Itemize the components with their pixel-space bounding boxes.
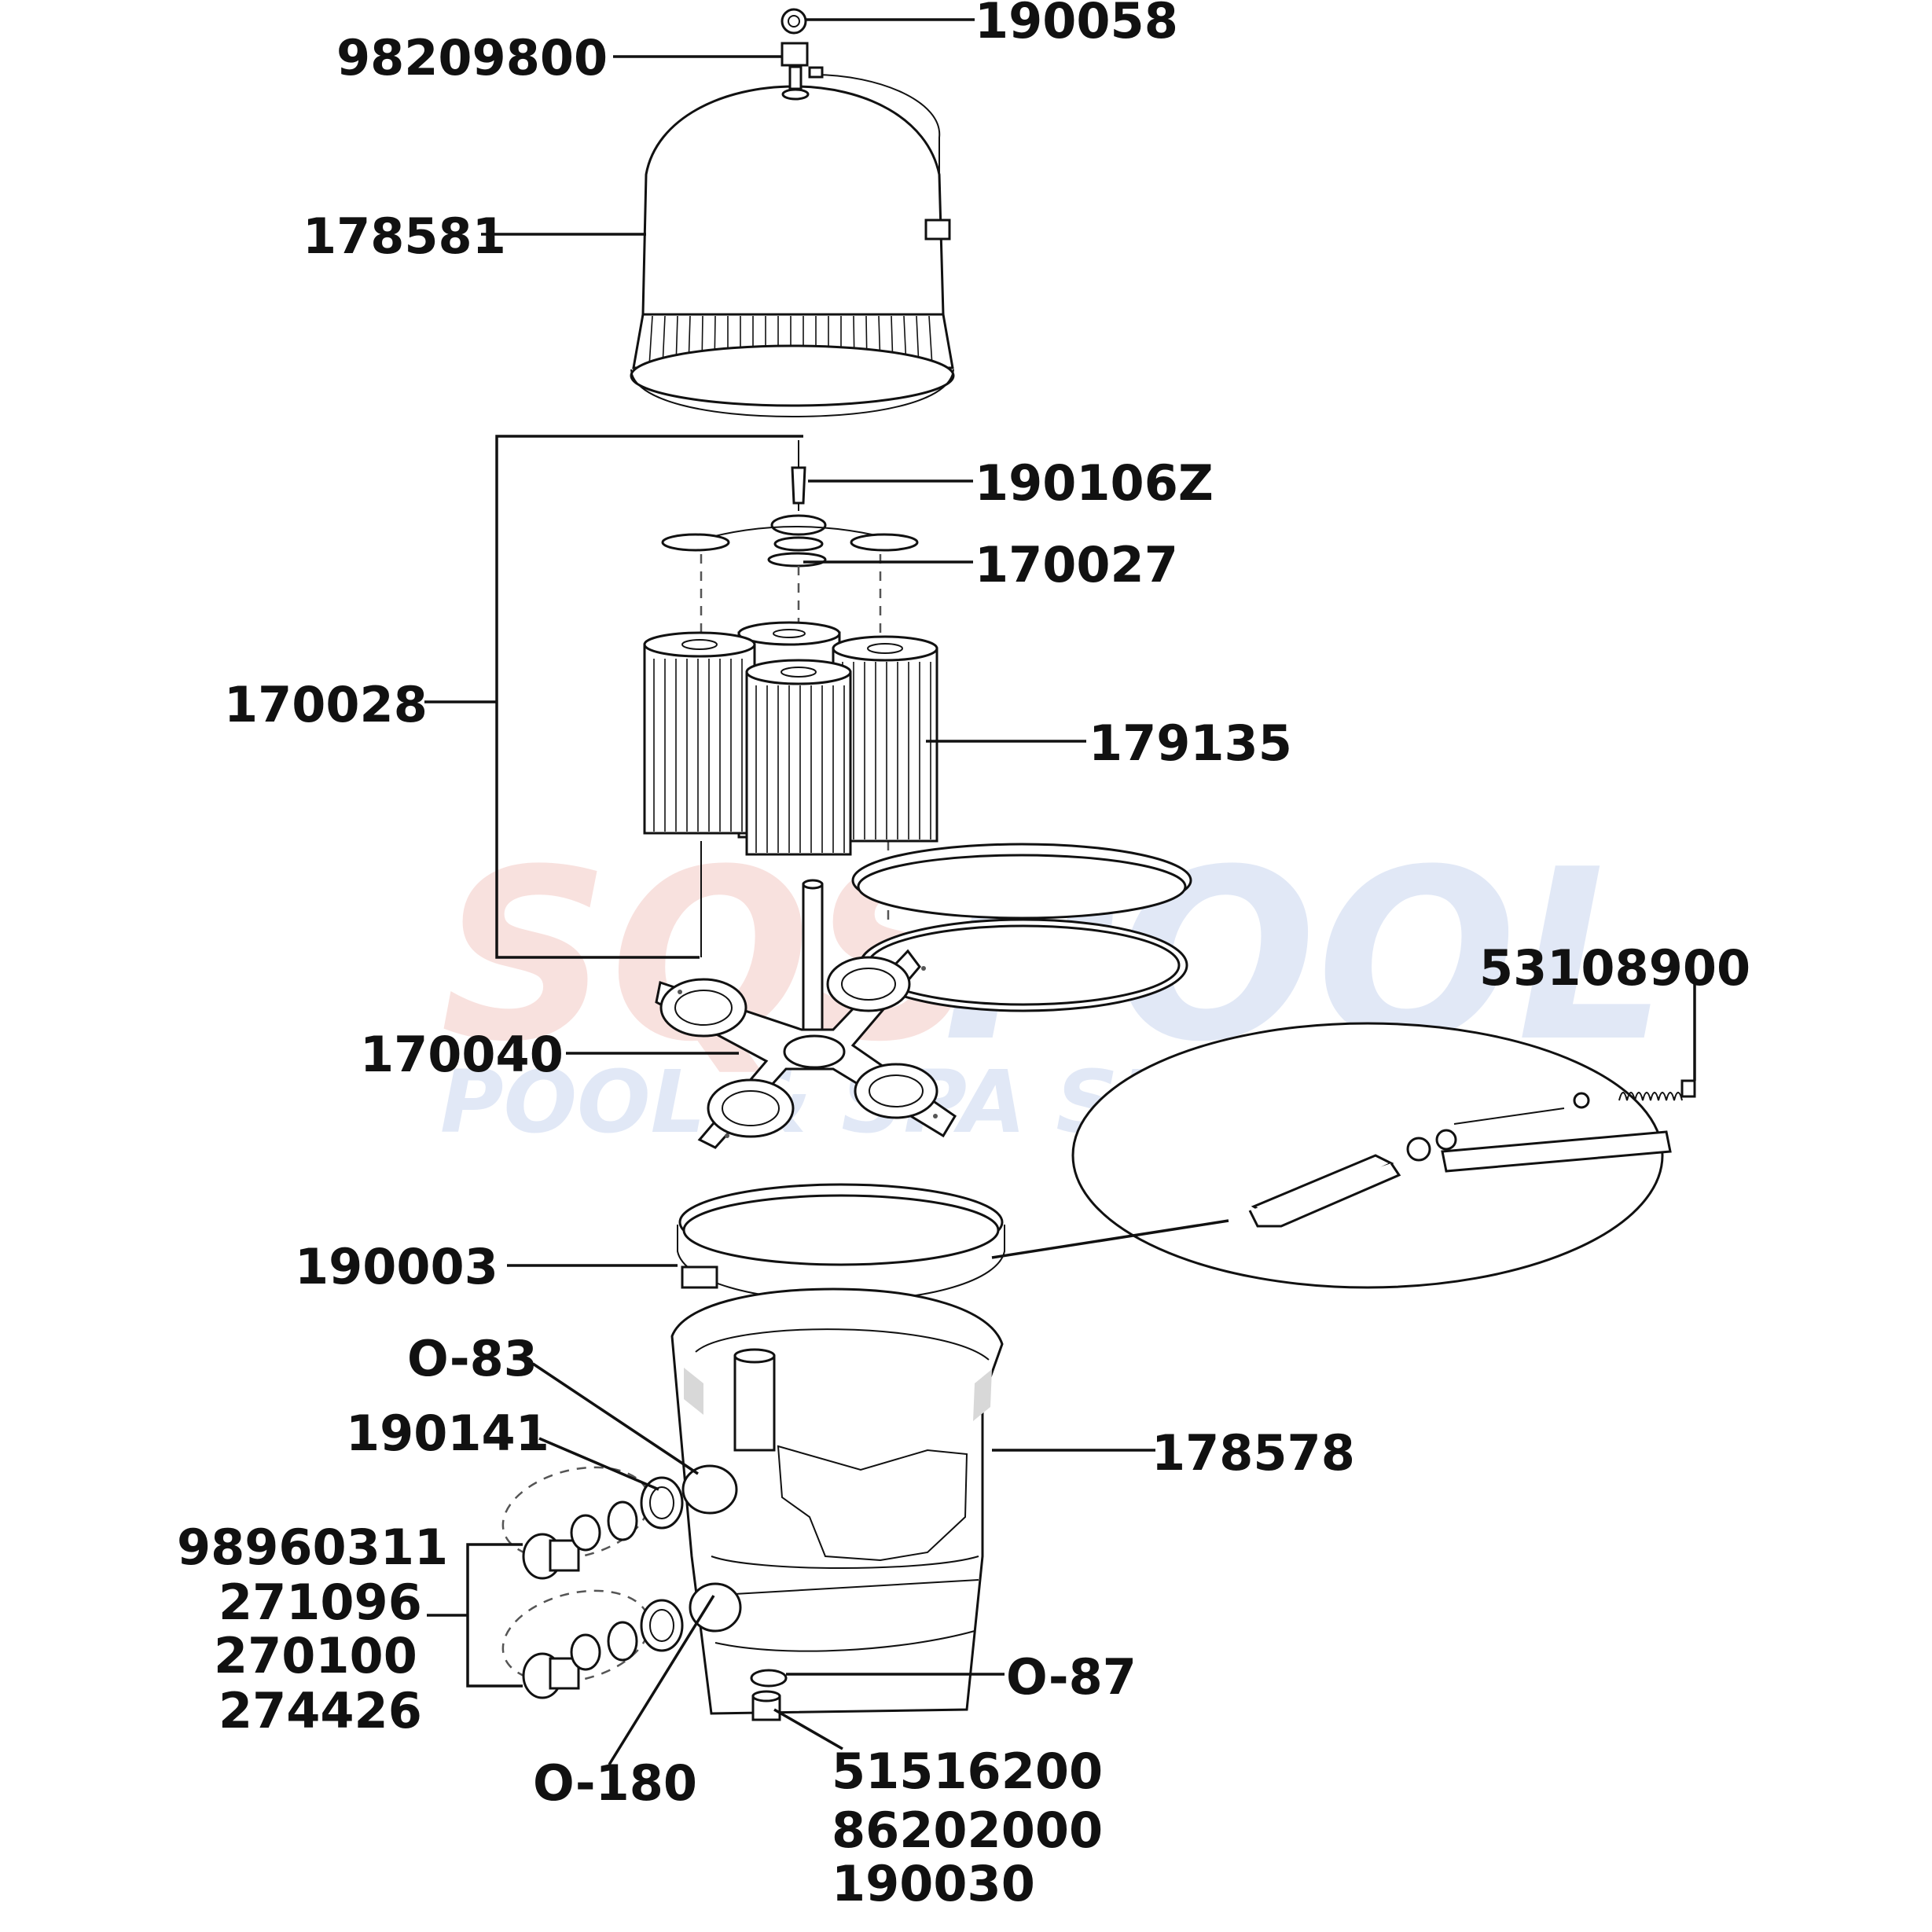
lid-rim	[630, 344, 955, 407]
lower-manifold	[655, 949, 957, 1149]
assembly-bracket	[495, 435, 803, 959]
union-body-upper	[640, 1476, 684, 1530]
clamp-pivot-icon	[1406, 1137, 1431, 1162]
manifold-gasket	[767, 552, 827, 567]
label-178581: 178581	[303, 208, 506, 265]
manifold-cap-right	[850, 533, 919, 552]
label-o-83: O-83	[407, 1330, 538, 1387]
tank-port-upper	[681, 1464, 738, 1515]
pressure-gauge-icon	[781, 8, 807, 35]
union-o-ring-upper	[607, 1500, 638, 1541]
label-98960311: 98960311	[177, 1519, 448, 1576]
label-53108900: 53108900	[1479, 939, 1750, 997]
clamp-spring-icon	[1618, 1079, 1696, 1101]
manifold-top	[770, 514, 827, 536]
label-190030: 190030	[832, 1855, 1035, 1912]
filter-cartridge-left	[643, 631, 756, 835]
union-body-lower	[640, 1599, 684, 1652]
union-fitting-lower	[501, 1589, 684, 1699]
clamp-latch	[681, 1265, 718, 1289]
manifold-cap-left	[661, 533, 730, 552]
manifold-socket-front-left	[707, 1078, 795, 1138]
cartridge-assembly	[495, 435, 938, 1051]
label-98209800: 98209800	[336, 29, 608, 86]
riser-pipe	[733, 1354, 776, 1452]
leader-lines	[424, 18, 1696, 1765]
label-190003: 190003	[295, 1238, 498, 1295]
air-relief-adapter	[781, 42, 809, 67]
tank-o-ring	[851, 843, 1192, 1012]
manifold-socket-right	[826, 956, 911, 1012]
manifold-socket-front-right	[854, 1063, 938, 1119]
label-51516200: 51516200	[832, 1743, 1103, 1800]
center-tube	[802, 883, 824, 1051]
clamp-washer-icon	[1573, 1092, 1590, 1109]
label-271096: 271096	[219, 1574, 422, 1631]
label-178578: 178578	[1151, 1424, 1355, 1482]
part-labels: 190058 98209800 178581 190106Z 170027 17…	[177, 0, 1750, 1912]
label-o-87: O-87	[1006, 1648, 1137, 1706]
lid-latch	[924, 219, 951, 241]
union-o-ring-lower	[607, 1621, 638, 1662]
label-190141: 190141	[346, 1405, 549, 1462]
label-170028: 170028	[224, 676, 428, 733]
label-86202000: 86202000	[832, 1802, 1103, 1859]
label-o-180: O-180	[533, 1754, 697, 1812]
union-fitting-upper	[501, 1466, 684, 1580]
manifold-hub	[783, 1034, 846, 1069]
label-170027: 170027	[975, 536, 1178, 593]
manifold-socket-left	[659, 978, 747, 1038]
label-270100: 270100	[214, 1627, 417, 1684]
filter-cartridge-front	[745, 659, 852, 856]
label-170040: 170040	[360, 1026, 564, 1083]
tank-lid	[630, 8, 955, 418]
clamp-band	[677, 1183, 1005, 1302]
tank-body	[670, 1287, 1004, 1721]
label-179135: 179135	[1089, 714, 1292, 772]
label-190058: 190058	[975, 0, 1178, 50]
label-274426: 274426	[219, 1682, 422, 1739]
clamp-detail-bubble	[991, 1022, 1696, 1289]
tank-port-lower	[689, 1582, 742, 1633]
drain-port	[750, 1669, 788, 1688]
label-190106z: 190106Z	[975, 454, 1214, 512]
